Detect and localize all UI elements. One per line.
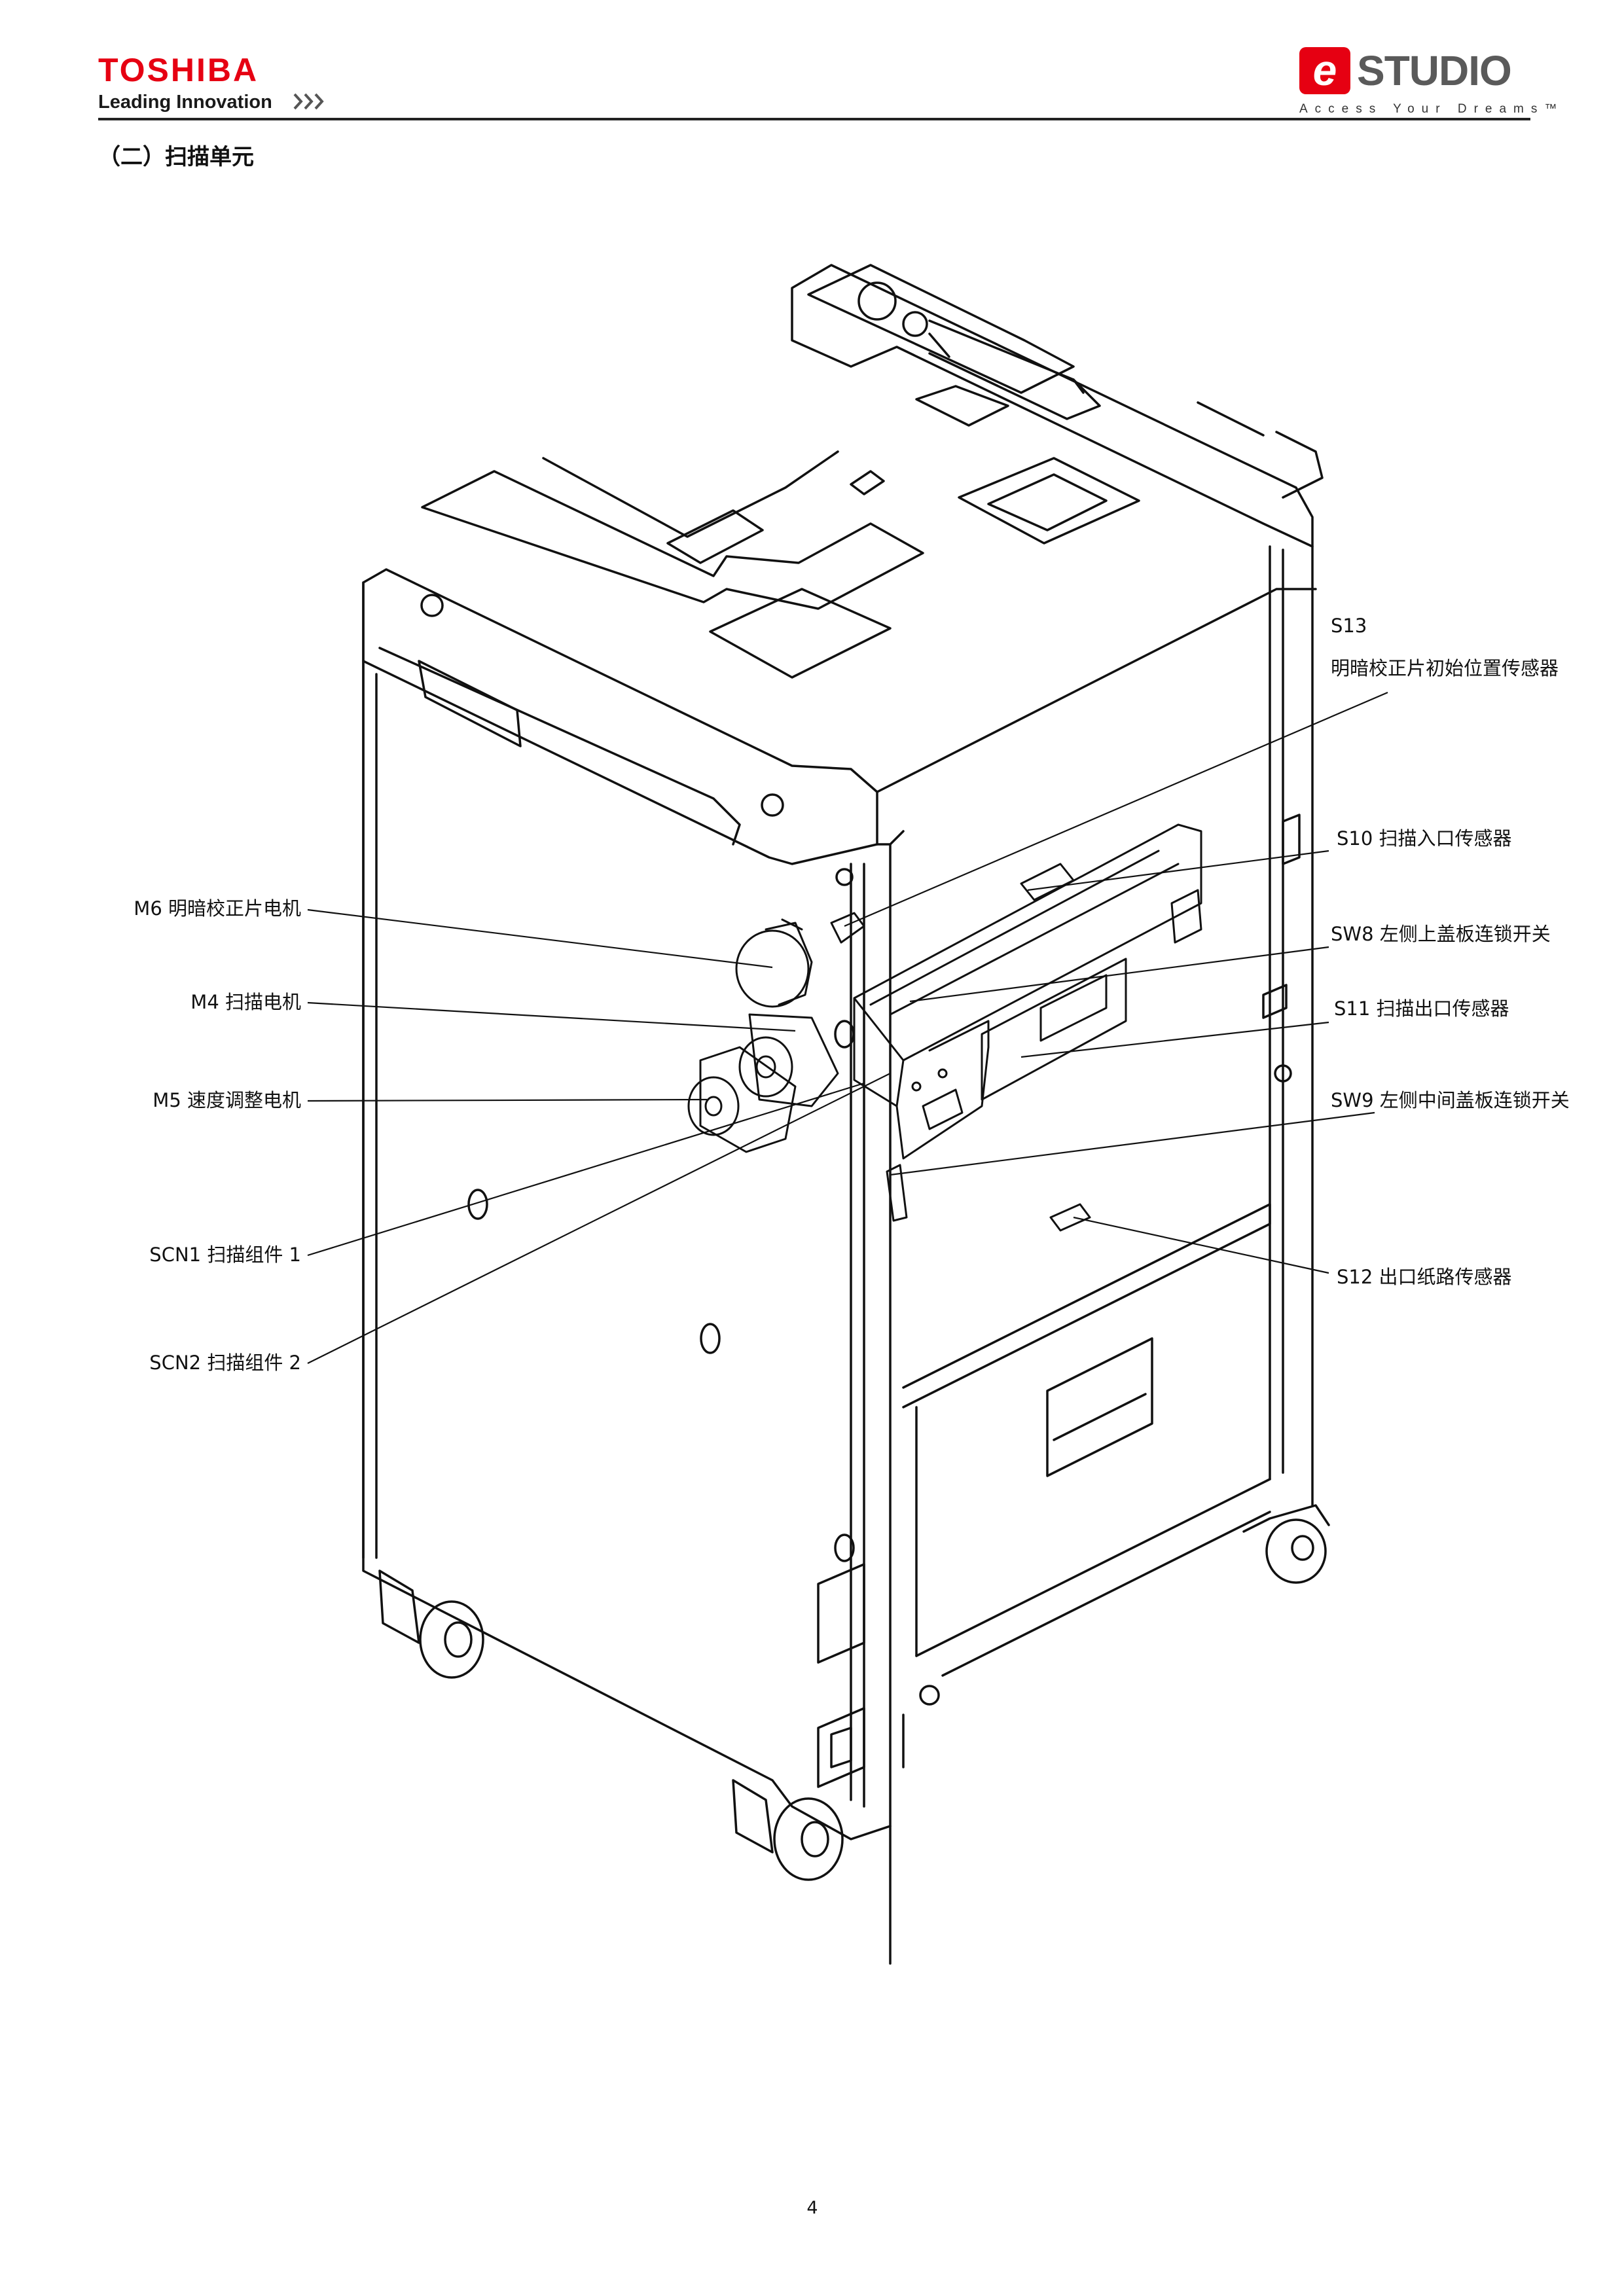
caster-rear-right bbox=[1242, 1504, 1330, 1584]
section-title: （二）扫描单元 bbox=[98, 144, 254, 170]
header-rule bbox=[98, 118, 1530, 120]
callout-s13-name: 明暗校正片初始位置传感器 bbox=[1331, 657, 1559, 679]
adf-top-outline bbox=[791, 264, 1314, 548]
callout-s12: S12 出口纸路传感器 bbox=[1337, 1266, 1512, 1288]
estudio-logo: e STUDIO bbox=[1299, 47, 1528, 96]
switch-sw9-part bbox=[886, 1164, 908, 1222]
callout-sw9: SW9 左侧中间盖板连锁开关 bbox=[1331, 1089, 1570, 1111]
triple-chevron-icon bbox=[293, 93, 324, 110]
motor-m5 bbox=[687, 1046, 797, 1153]
callout-m4: M4 扫描电机 bbox=[190, 991, 301, 1013]
upper-body-outline bbox=[362, 568, 878, 865]
estudio-logo-word: STUDIO bbox=[1357, 47, 1512, 94]
estudio-slogan: Access Your Dreams™ bbox=[1299, 102, 1564, 116]
callout-s10: S10 扫描入口传感器 bbox=[1337, 827, 1512, 850]
callout-s13-code: S13 bbox=[1331, 615, 1367, 637]
estudio-logo-e: e bbox=[1299, 47, 1350, 94]
leader-lines bbox=[307, 691, 1388, 1364]
tagline: Leading Innovation bbox=[98, 92, 272, 113]
sensor-s12-part bbox=[1049, 1203, 1091, 1232]
callout-m5: M5 速度调整电机 bbox=[153, 1089, 301, 1111]
sensor-s13-part bbox=[830, 912, 865, 944]
callout-scn2: SCN2 扫描组件 2 bbox=[149, 1352, 301, 1374]
callout-scn1: SCN1 扫描组件 1 bbox=[149, 1244, 301, 1266]
caster-front-right bbox=[732, 1779, 844, 1881]
motor-m4 bbox=[738, 1013, 839, 1107]
callout-m6: M6 明暗校正片电机 bbox=[134, 897, 301, 920]
original-tray bbox=[421, 470, 924, 610]
left-handle bbox=[418, 660, 522, 747]
callout-sw8: SW8 左侧上盖板连锁开关 bbox=[1331, 923, 1551, 945]
toshiba-logo: TOSHIBA bbox=[98, 52, 259, 88]
page-number: 4 bbox=[806, 2198, 818, 2218]
callout-s11: S11 扫描出口传感器 bbox=[1334, 997, 1509, 1020]
motor-m6 bbox=[735, 918, 813, 1008]
operation-panel bbox=[807, 264, 1075, 394]
caster-front-left bbox=[378, 1570, 484, 1679]
